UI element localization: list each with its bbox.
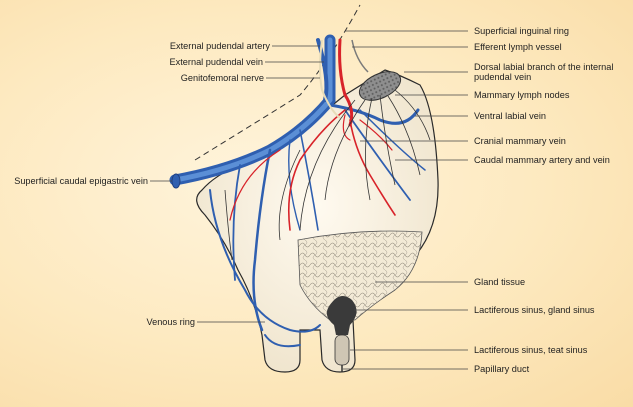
label-efferent-lymph-vessel: Efferent lymph vessel [474,42,562,52]
teat-sinus [334,334,350,366]
label-lactiferous-sinus-teat: Lactiferous sinus, teat sinus [474,345,588,355]
label-mammary-lymph-nodes: Mammary lymph nodes [474,90,570,100]
veins [169,34,426,348]
arteries [229,38,396,231]
label-papillary-duct: Papillary duct [474,364,530,374]
label-cranial-mammary-vein: Cranial mammary vein [474,136,566,146]
label-venous-ring: Venous ring [146,317,195,327]
gland-tissue-area [297,230,423,321]
body-wall-dashed-line [194,4,361,161]
label-external-pudendal-vein: External pudendal vein [169,57,263,67]
gland-sinus [326,296,357,335]
label-superficial-caudal-epigastric-vein: Superficial caudal epigastric vein [14,176,148,186]
label-external-pudendal-artery: External pudendal artery [169,41,270,51]
label-genitofemoral-nerve: Genitofemoral nerve [180,73,264,83]
label-ventral-labial-vein: Ventral labial vein [474,111,547,121]
label-lactiferous-sinus-gland: Lactiferous sinus, gland sinus [474,305,595,315]
label-caudal-mammary-artery-vein: Caudal mammary artery and vein [474,155,610,165]
efferent-lymph-vessel-line [351,39,369,73]
lymph-vessels [224,89,431,261]
label-superficial-inguinal-ring: Superficial inguinal ring [474,26,569,36]
genitofemoral-nerve-line [319,39,341,119]
label-gland-tissue: Gland tissue [474,277,526,287]
label-dorsal-labial-branch: Dorsal labial branch of the internal pud… [474,62,614,82]
mammary-lymph-node [358,71,402,101]
leader-lines [150,30,468,370]
